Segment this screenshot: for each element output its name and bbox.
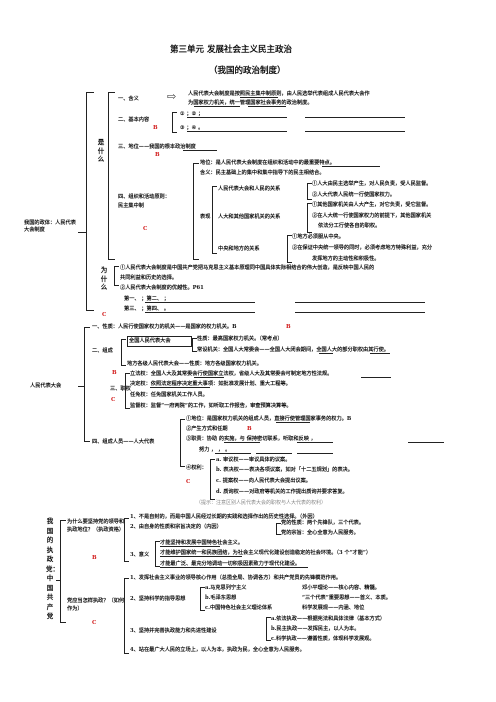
meaning-text-1: 人民代表大会制度是按照民主集中制原则，由人民选举代表组成人民代表大会作 bbox=[188, 91, 370, 97]
meaning-label: 一、含义 bbox=[118, 96, 139, 102]
step-2-b: b.毛泽东思想 bbox=[205, 595, 237, 601]
marker-b: B bbox=[247, 426, 252, 432]
party-root: 我国的执政党：中国共产党 bbox=[46, 517, 59, 620]
marker-b: B bbox=[92, 555, 97, 561]
step-3-b: b.民主执政——发挥民主，以人为本。 bbox=[271, 626, 360, 632]
relation-2-c: 依法分工行使各自的职权。 bbox=[318, 223, 381, 229]
question-1: 为什么要坚持党的领导和执政地位？（执政资格） bbox=[67, 519, 125, 533]
relation-1-a: ①人大由民主选举产生，对人民负责，受人民监督。 bbox=[312, 181, 432, 187]
step-1: 1、发挥社会主义事业的领导核心作用（总揽全局、协调各方）和共产党员的先锋模范作用… bbox=[130, 575, 342, 581]
why-1: ①人民代表大会制度是中国共产党把马克思主义基本原理同中国具体实际相结合的伟大创造… bbox=[120, 265, 375, 271]
relation-3-b: ②在保证中央统一领导的同时，必须考虑地方特殊利益，充分 bbox=[292, 245, 433, 251]
marker-b: B bbox=[112, 370, 117, 376]
org-status: 地位：是人民代表大会制度在组织和活动中的最重要特点。 bbox=[200, 160, 335, 166]
deputy-2: ②产生方式和任期 bbox=[186, 426, 228, 432]
npc-root: 人民代表大会 bbox=[30, 383, 62, 389]
npc-label: 全国人民代表大会 bbox=[129, 338, 171, 344]
relation-1-b: ②人大代表人民统一行使国家权力。 bbox=[312, 192, 396, 198]
answer-3-a: 才能坚持和发展中国特色社会主义。 bbox=[160, 540, 244, 546]
step-3-a: a.依法执政——根据宪法和具体法律（基本方式） bbox=[271, 616, 386, 622]
arrow-icon: ⇨ bbox=[167, 90, 177, 103]
section-subtitle: （我国的政治制度） bbox=[209, 66, 286, 76]
org-label-2: 民主集中制 bbox=[118, 203, 144, 209]
hint-caption: （提示：注意区别人民代表大会的职权与人大代表的权利） bbox=[196, 500, 327, 506]
manifest-label: 表现 bbox=[200, 214, 211, 220]
relation-2-a: ①其他国家机关由人大产生，对它负责，受它监督。 bbox=[312, 202, 432, 208]
step-2-b2: “三个代表”重要思想——首义、本质。 bbox=[302, 595, 391, 601]
composition-label: 二、组成 bbox=[92, 348, 113, 354]
answer-2-nature: 党的性质：两个先锋队，三个代表。 bbox=[281, 520, 365, 526]
power-3: 任免权：任免国家机关工作人员。 bbox=[130, 392, 208, 398]
unit-title: 第三单元 发展社会主义民主政治 bbox=[170, 45, 292, 55]
powers-label: 三、职权 bbox=[110, 386, 131, 392]
marker-c: C bbox=[102, 312, 107, 318]
marker-b: B bbox=[155, 152, 160, 158]
basic-label: 二、基本内容 bbox=[118, 117, 150, 123]
step-4: 4、站在最广大人民的立场上，以人为本，执政为民，全心全意为人民服务。 bbox=[130, 647, 305, 653]
question-2: 党应当怎样执政？（如何作为） bbox=[67, 598, 125, 612]
basic-row-2: ③ ；④ 。 bbox=[180, 125, 204, 131]
deputy-3a: ③职责：协助 的实施，与 保持密切联系，听取和反映 ， bbox=[186, 436, 316, 442]
deputy-4: ④权利： bbox=[186, 465, 207, 471]
marker-c: C bbox=[143, 226, 148, 232]
relation-3-a: ①地方必须服从中央。 bbox=[292, 234, 344, 240]
why-2: ②人民代表大会制度的优越性。P61 bbox=[120, 285, 204, 291]
npc-standing: 常设机关：全国人大常委会——全国人大闭会期间，全国人大的部分职权由其行使。 bbox=[197, 347, 389, 353]
marker-b: B bbox=[153, 125, 158, 131]
answer-1: 1、不是自封的，而是中国人民经过长期的实践和选择作出的历史性选择。（外因） bbox=[130, 514, 318, 520]
why-label: 为什么 bbox=[100, 266, 108, 291]
answer-3-c: 才能最广泛、最充分地调动一切积极因素致力于现代化建设。 bbox=[160, 561, 301, 567]
marker-c: C bbox=[186, 479, 191, 485]
answer-3-b: 才能维护国家统一和民族团结，为社会主义现代化建设创造稳定的社会环境。（3 个“才… bbox=[160, 550, 372, 556]
power-1: 立法权：全国人大及其常委会行使国家立法权，省级人大及其常委会可制定地方性法规。 bbox=[130, 371, 333, 377]
relation-1: 人民代表大会和人民的关系 bbox=[218, 186, 281, 192]
right-d: d. 质询权——对政府等机关的工作提出质询并要求答复。 bbox=[216, 489, 348, 495]
step-2: 2、坚持科学的指导思想 bbox=[130, 596, 186, 602]
right-b: b. 表决权——表决各项议案，如对「十二五规划」的表决。 bbox=[216, 467, 353, 473]
why-1b: 共同利益和历史的选择。 bbox=[120, 275, 178, 281]
step-2-a2: 邓小平理论——核心内容、精髓。 bbox=[302, 585, 380, 591]
npc-nature-line: 性质：最高国家权力机关。（常考点） bbox=[197, 336, 283, 342]
what-is-label: 是什么 bbox=[97, 138, 105, 163]
power-2: 决定权：依照法定程序决定重大事项：如批准发展计划、重大工程等。 bbox=[130, 381, 291, 387]
right-a: a. 审议权——审议具体的议案。 bbox=[216, 457, 291, 463]
step-2-c2: 科学发展观——内涵、地位 bbox=[302, 605, 365, 611]
marker-b: B bbox=[286, 324, 291, 330]
relation-3-c: 发挥地方的主动性和积极性。 bbox=[312, 256, 380, 262]
basic-row-1: ① ；② ； bbox=[180, 111, 204, 117]
deputy-1: ①地位：是国家权力机关的组成人员，直接行使管理国家事务的权力。B bbox=[186, 416, 352, 422]
answer-3: 3、意义 bbox=[130, 552, 150, 558]
deputy-3b: 努力 ， ， 。 bbox=[199, 447, 231, 453]
deputy-label: 四、组成人员——人大代表 bbox=[92, 439, 155, 445]
step-3: 3、坚持并完善执政能力和先进性建设 bbox=[130, 628, 217, 634]
org-label-1: 四、组织和活动原则： bbox=[118, 194, 170, 200]
status-line: 三、地位——我国的根本政治制度 bbox=[118, 144, 196, 150]
advantage-row-2: 第三、 ；第四、 。 bbox=[124, 306, 170, 312]
answer-2: 2、由自身的性质和宗旨决定的（内因） bbox=[130, 524, 222, 530]
advantage-row-1: 第一、 ；第二、 ； bbox=[124, 296, 170, 302]
step-3-c: c.科学执政——遵循性质，体现科学发展观。 bbox=[271, 636, 375, 642]
relation-2: 人大和其他国家机关的关系 bbox=[218, 214, 281, 220]
local-congress: 地方各级人民代表大会——性质：地方各级国家权力机关。 bbox=[127, 361, 262, 367]
npc-nature: 一、性质：人民行使国家权力的机关——是国家的权力机关。B bbox=[92, 324, 237, 330]
power-4: 监督权：监督“一府两院”的工作，如听取工作报告，审查预算决算等。 bbox=[130, 403, 292, 409]
step-2-a: a.马克思列宁主义 bbox=[205, 585, 247, 591]
answer-2-purpose: 党的宗旨：全心全意为人民服务。 bbox=[281, 530, 359, 536]
marker-c: C bbox=[92, 620, 97, 626]
root-label: 我国的政体：人民代表大会制度 bbox=[24, 220, 76, 233]
org-meaning: 含义：民主基础上的集中和集中指导下的民主相结合。 bbox=[200, 170, 325, 176]
meaning-text-2: 为国家权力机关，统一管理国家社会事务的政治制度。 bbox=[188, 100, 313, 106]
right-c: c. 提案权——向人民代表大会提出议案。 bbox=[216, 478, 311, 484]
relation-3: 中央和地方的关系 bbox=[218, 246, 260, 252]
marker-c: C bbox=[111, 397, 116, 403]
relation-2-b: ②在人大统一行使国家权力的前提下，其他国家机关 bbox=[312, 213, 432, 219]
step-2-c: c.中国特色社会主义理论体系 bbox=[205, 605, 273, 611]
